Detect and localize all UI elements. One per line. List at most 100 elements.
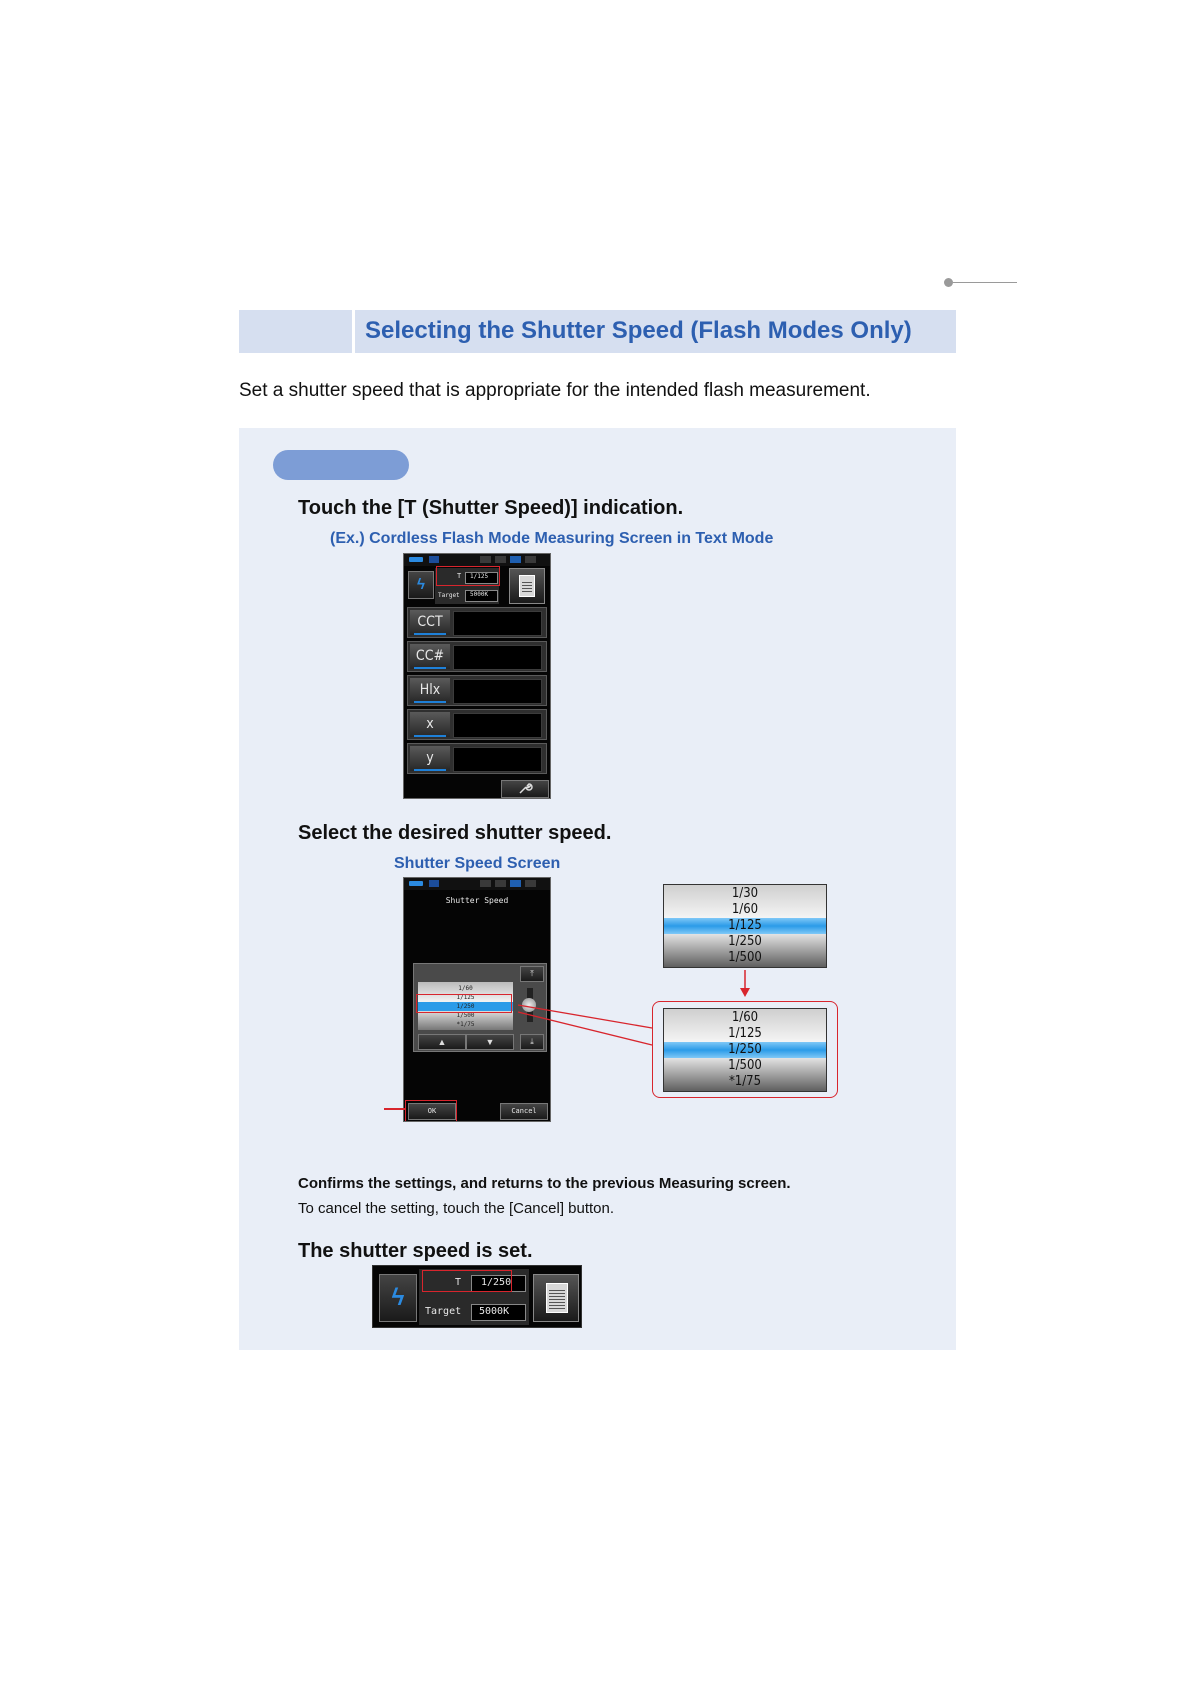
memory-button[interactable]: [533, 1274, 579, 1322]
row-value: [453, 747, 542, 772]
measurement-row: x: [407, 709, 547, 740]
status-icon: [510, 880, 521, 887]
confirm-description: Confirms the settings, and returns to th…: [298, 1175, 791, 1192]
row-label: x: [410, 712, 450, 737]
channel-icon: [429, 556, 439, 563]
t-indication-highlight[interactable]: [436, 566, 500, 586]
target-label: Target: [425, 1306, 462, 1317]
flash-mode-button[interactable]: ϟ: [408, 571, 434, 599]
zoom-callout-frame: [652, 1001, 838, 1098]
status-icon: [480, 880, 491, 887]
speed-option[interactable]: 1/125: [456, 994, 475, 1001]
flash-icon: ϟ: [417, 576, 425, 593]
speed-option-selected[interactable]: 1/250: [418, 1002, 513, 1011]
document-icon: [546, 1283, 568, 1313]
measurement-row: CCT: [407, 607, 547, 638]
measurement-row: y: [407, 743, 547, 774]
zoom-item-selected: 1/125: [664, 918, 826, 934]
status-icon: [525, 556, 536, 563]
section-title-bar: [355, 310, 956, 353]
t-label: T: [455, 1277, 462, 1288]
step2-heading: Select the desired shutter speed.: [298, 822, 612, 844]
cancel-button[interactable]: Cancel: [500, 1103, 548, 1120]
shutter-target-panel: T 1/250 Target 5000K: [419, 1269, 529, 1325]
speed-option[interactable]: *1/75: [456, 1021, 475, 1028]
battery-icon: [409, 881, 423, 886]
ok-button[interactable]: OK: [408, 1103, 456, 1120]
zoom-list-after: 1/60 1/125 1/250 1/500 *1/75: [663, 1008, 827, 1092]
status-icon: [495, 556, 506, 563]
speed-option[interactable]: 1/60: [458, 985, 473, 992]
result-screen-strip: ϟ T 1/250 Target 5000K: [372, 1265, 582, 1328]
measurement-row: Hlx: [407, 675, 547, 706]
section-number-block: [239, 310, 352, 353]
section-title: Selecting the Shutter Speed (Flash Modes…: [365, 317, 912, 344]
screen-title: Shutter Speed: [445, 896, 509, 905]
row-label: CC#: [410, 644, 450, 669]
ok-callout-line: [384, 1108, 405, 1110]
down-arrow-button[interactable]: ▼: [466, 1034, 514, 1050]
status-icon: [510, 556, 521, 563]
status-icon: [525, 880, 536, 887]
status-bar: [404, 554, 550, 566]
t-indication-highlight: [422, 1270, 512, 1292]
zoom-item: 1/60: [731, 902, 759, 917]
shutter-speed-screen: Shutter Speed 1/60 1/125 1/250 1/500 *1/…: [403, 877, 551, 1122]
zoom-list-before: 1/30 1/60 1/125 1/250 1/500: [663, 884, 827, 968]
intro-text: Set a shutter speed that is appropriate …: [239, 380, 871, 401]
procedure-badge: [273, 450, 409, 480]
row-value: [453, 679, 542, 704]
step1-heading: Touch the [T (Shutter Speed)] indication…: [298, 497, 684, 519]
zoom-item: 1/500: [728, 950, 762, 965]
document-icon: [519, 575, 535, 597]
row-label: CCT: [410, 610, 450, 635]
measuring-screen: ϟ T 1/125 Target 5000K CCT CC# Hlx x y: [403, 553, 551, 799]
flash-mode-button[interactable]: ϟ: [379, 1274, 417, 1322]
memory-button[interactable]: [509, 568, 545, 604]
scroll-top-button[interactable]: ⤒: [520, 966, 544, 982]
zoom-item-selected: 1/250: [664, 1042, 826, 1058]
shutter-value: 1/250: [481, 1277, 512, 1288]
target-value: 5000K: [479, 1306, 510, 1317]
scroll-bottom-button[interactable]: ⤓: [520, 1034, 544, 1050]
procedure-panel: [239, 428, 956, 1350]
row-value: [453, 645, 542, 670]
flash-icon: ϟ: [391, 1284, 405, 1311]
channel-icon: [429, 880, 439, 887]
row-value: [453, 611, 542, 636]
zoom-item: 1/30: [731, 886, 759, 901]
shutter-target-panel: T 1/125 Target 5000K: [435, 568, 499, 604]
status-icon: [495, 880, 506, 887]
step2-caption: Shutter Speed Screen: [394, 855, 561, 872]
ok-highlight: [405, 1100, 457, 1121]
zoom-item: 1/250: [728, 934, 762, 949]
step1-caption: (Ex.) Cordless Flash Mode Measuring Scre…: [330, 530, 774, 547]
shutter-value: 1/125: [470, 573, 489, 580]
zoom-item: *1/75: [728, 1074, 762, 1089]
header-dot-decoration: [944, 278, 953, 287]
target-label: Target: [438, 592, 460, 599]
settings-button[interactable]: [501, 780, 549, 798]
row-value: [453, 713, 542, 738]
t-label: T: [457, 572, 462, 580]
cancel-note: To cancel the setting, touch the [Cancel…: [298, 1200, 615, 1217]
target-value: 5000K: [470, 591, 489, 598]
up-arrow-button[interactable]: ▲: [418, 1034, 466, 1050]
measurement-row: CC#: [407, 641, 547, 672]
zoom-item: 1/125: [728, 1026, 762, 1041]
step3-heading: The shutter speed is set.: [298, 1240, 533, 1262]
row-label: Hlx: [410, 678, 450, 703]
speed-picker: 1/60 1/125 1/250 1/500 *1/75 ⤒ ⤓ ▲ ▼: [413, 963, 547, 1052]
status-icon: [480, 556, 491, 563]
speed-option[interactable]: 1/500: [456, 1012, 475, 1019]
battery-icon: [409, 557, 423, 562]
wrench-icon: [519, 783, 533, 794]
zoom-item: 1/60: [731, 1010, 759, 1025]
row-label: y: [410, 746, 450, 771]
speed-list[interactable]: 1/60 1/125 1/250 1/500 *1/75: [418, 982, 513, 1030]
scroll-knob[interactable]: [522, 998, 536, 1012]
selection-highlight: [416, 994, 512, 1013]
zoom-item: 1/500: [728, 1058, 762, 1073]
status-bar: [404, 878, 550, 890]
